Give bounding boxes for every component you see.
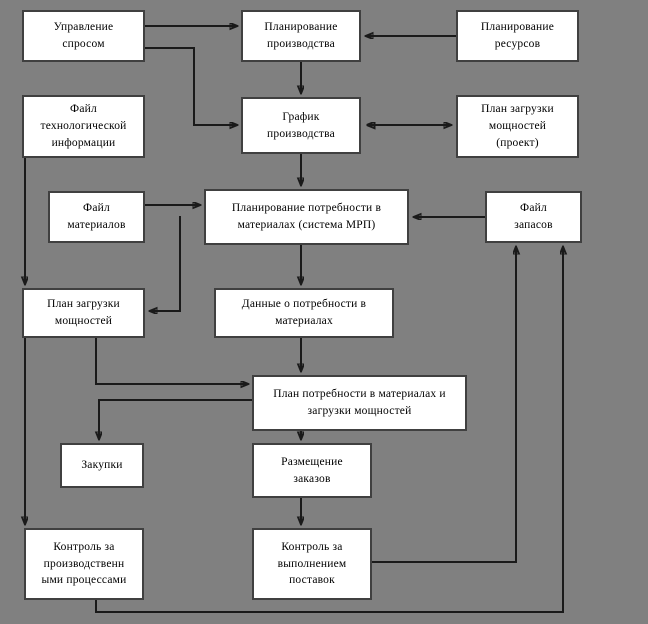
edge-material-capacity-plan-to-purchasing <box>99 399 252 439</box>
edge-mrp-to-capacity-plan <box>150 216 181 311</box>
edge-capacity-plan-to-material-capacity-plan <box>95 338 248 384</box>
node-purchasing[interactable]: Закупки <box>60 443 144 488</box>
node-label: Закупки <box>81 459 123 472</box>
edge-demand-to-schedule <box>145 47 237 125</box>
